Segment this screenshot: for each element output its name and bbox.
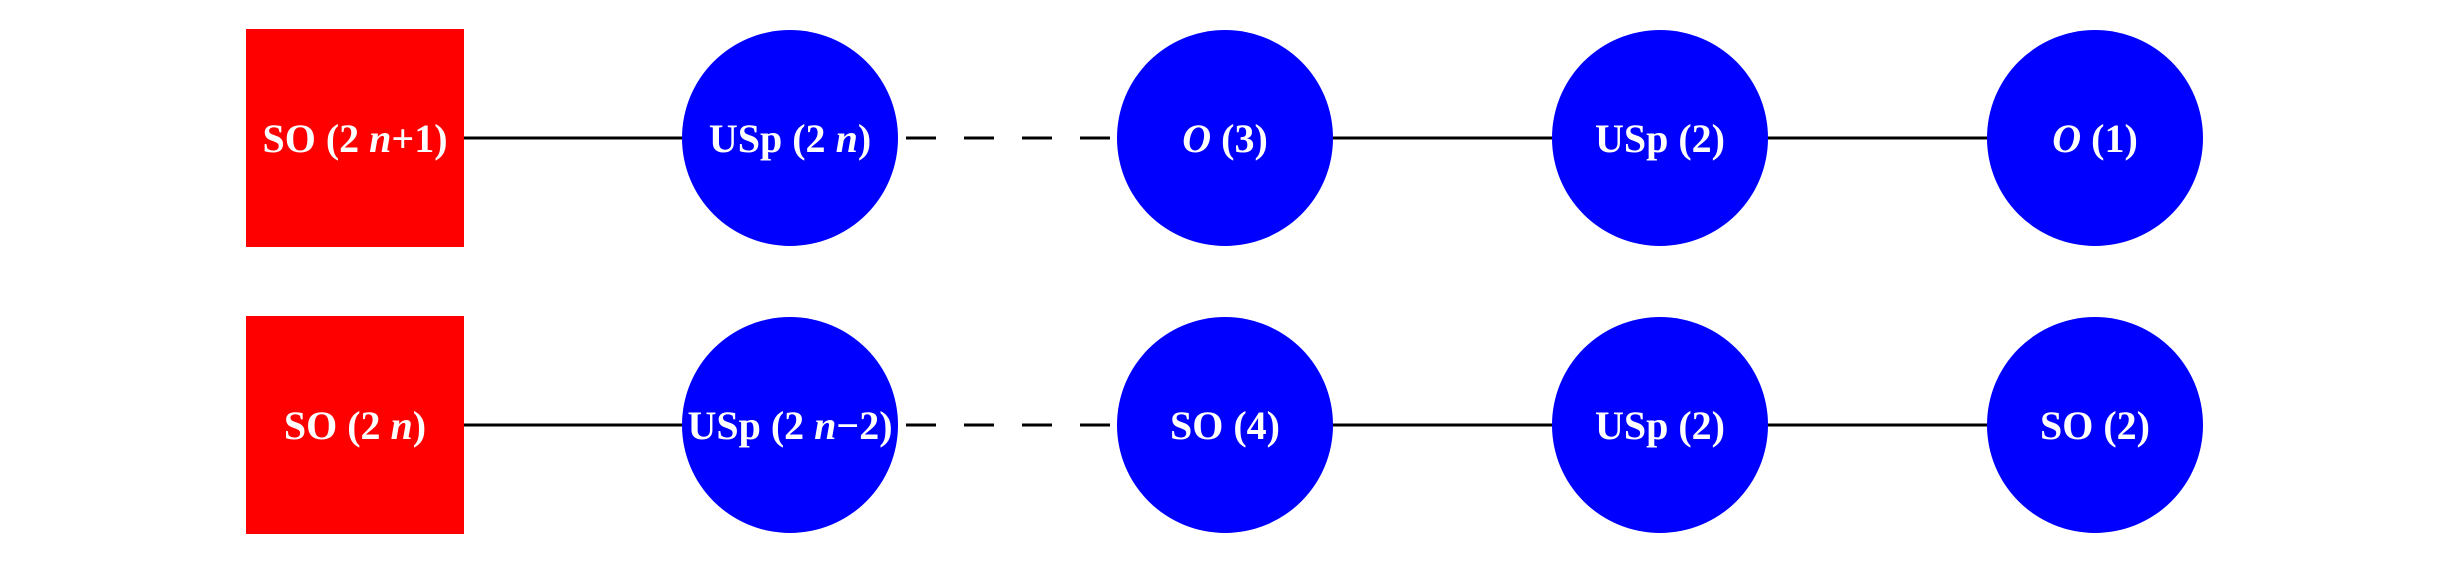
top-gauge-node-1 xyxy=(682,30,898,246)
top-gauge-node-3 xyxy=(1552,30,1768,246)
bottom-gauge-node-2 xyxy=(1117,317,1333,533)
top-flavor-node xyxy=(246,29,464,247)
bottom-node-label-3: USp (2) xyxy=(1595,403,1725,448)
nodes-layer xyxy=(246,29,2203,534)
bottom-gauge-node-3 xyxy=(1552,317,1768,533)
bottom-node-label-1: USp (2 n−2) xyxy=(687,403,892,448)
top-gauge-node-4 xyxy=(1987,30,2203,246)
bottom-node-label-2: SO (4) xyxy=(1170,403,1280,448)
top-node-label-1: USp (2 n) xyxy=(709,116,871,161)
bottom-node-label-4: SO (2) xyxy=(2040,403,2150,448)
top-node-label-2: O (3) xyxy=(1182,116,1268,161)
bottom-node-label-0: SO (2 n) xyxy=(284,403,426,448)
top-gauge-node-2 xyxy=(1117,30,1333,246)
top-node-label-0: SO (2 n+1) xyxy=(262,116,447,161)
bottom-flavor-node xyxy=(246,316,464,534)
bottom-gauge-node-1 xyxy=(682,317,898,533)
top-node-label-4: O (1) xyxy=(2052,116,2138,161)
labels-layer: SO (2 n+1) USp (2 n) O (3) USp (2) O (1) SO (… xyxy=(262,116,2150,448)
top-node-label-3: USp (2) xyxy=(1595,116,1725,161)
bottom-gauge-node-4 xyxy=(1987,317,2203,533)
